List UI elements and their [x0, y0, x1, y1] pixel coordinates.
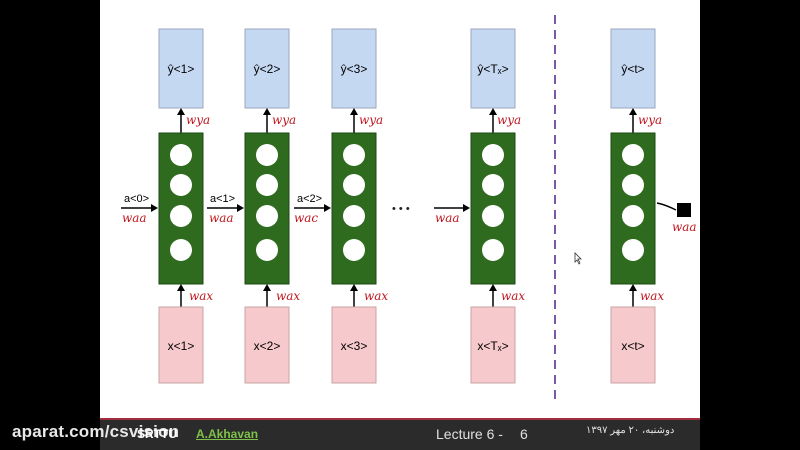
neuron	[622, 144, 644, 166]
neuron	[256, 174, 278, 196]
footer-lecture: Lecture 6 -	[436, 426, 503, 442]
output-box-1	[158, 28, 204, 109]
output-box-3	[331, 28, 377, 109]
output-box-tx	[470, 28, 516, 109]
neuron	[622, 205, 644, 227]
output-box-t	[610, 28, 656, 109]
output-label-2: ŷ<2>	[254, 62, 281, 76]
weight-in-2: wax	[276, 289, 300, 303]
ellipsis: • • •	[392, 203, 410, 215]
neuron	[170, 239, 192, 261]
output-label-t: ŷ<t>	[621, 62, 644, 76]
input-box-3	[331, 306, 377, 384]
neuron	[170, 205, 192, 227]
output-label-1: ŷ<1>	[168, 62, 195, 76]
footer-org: SRTTU	[137, 427, 177, 441]
weight-out-3: wya	[359, 113, 383, 127]
footer-page-number: 6	[520, 426, 528, 442]
weight-out-tx: wya	[497, 113, 521, 127]
input-box-tx	[470, 306, 516, 384]
mouse-cursor-icon	[574, 252, 582, 265]
neuron	[343, 144, 365, 166]
weight-out-2: wya	[272, 113, 296, 127]
weight-in-tx: wax	[501, 289, 525, 303]
input-label-tx: x<Tₓ>	[477, 339, 508, 353]
weight-in-3: wax	[364, 289, 388, 303]
weight-in-1: wax	[189, 289, 213, 303]
weight-left-1: waa	[122, 211, 147, 225]
input-label-t: x<t>	[621, 339, 644, 353]
footer-author-link[interactable]: A.Akhavan	[196, 427, 259, 441]
weight-out-t: wya	[638, 113, 662, 127]
weight-left-3: wac	[294, 211, 318, 225]
output-label-3: ŷ<3>	[341, 62, 368, 76]
neuron	[256, 144, 278, 166]
delay-block-icon	[677, 203, 691, 217]
neuron	[343, 205, 365, 227]
weight-loop-t: waa	[672, 220, 697, 234]
neuron	[482, 144, 504, 166]
input-box-1	[158, 306, 204, 384]
neuron	[622, 239, 644, 261]
input-box-t	[610, 306, 656, 384]
weight-out-1: wya	[186, 113, 210, 127]
neuron	[482, 205, 504, 227]
input-label-1: x<1>	[168, 339, 195, 353]
input-box-2	[244, 306, 290, 384]
neuron	[343, 239, 365, 261]
activation-label-2: a<1>	[210, 193, 235, 205]
neuron	[343, 174, 365, 196]
weight-in-t: wax	[640, 289, 664, 303]
activation-label-1: a<0>	[124, 193, 149, 205]
input-label-3: x<3>	[341, 339, 368, 353]
neuron	[482, 174, 504, 196]
weight-left-2: waa	[209, 211, 234, 225]
footer-date: دوشنبه، ۲۰ مهر ۱۳۹۷	[586, 425, 675, 436]
activation-label-3: a<2>	[297, 193, 322, 205]
neuron	[170, 144, 192, 166]
footer-accent-line	[100, 418, 700, 420]
recurrent-loop-arrow	[656, 202, 677, 211]
neuron	[482, 239, 504, 261]
neuron	[170, 174, 192, 196]
input-label-2: x<2>	[254, 339, 281, 353]
neuron	[256, 205, 278, 227]
watermark: aparat.com/csvision	[12, 422, 180, 441]
output-label-tx: ŷ<Tₓ>	[477, 62, 508, 76]
neuron	[256, 239, 278, 261]
slide-footer	[100, 418, 700, 450]
output-box-2	[244, 28, 290, 109]
neuron	[622, 174, 644, 196]
weight-left-tx: waa	[435, 211, 460, 225]
